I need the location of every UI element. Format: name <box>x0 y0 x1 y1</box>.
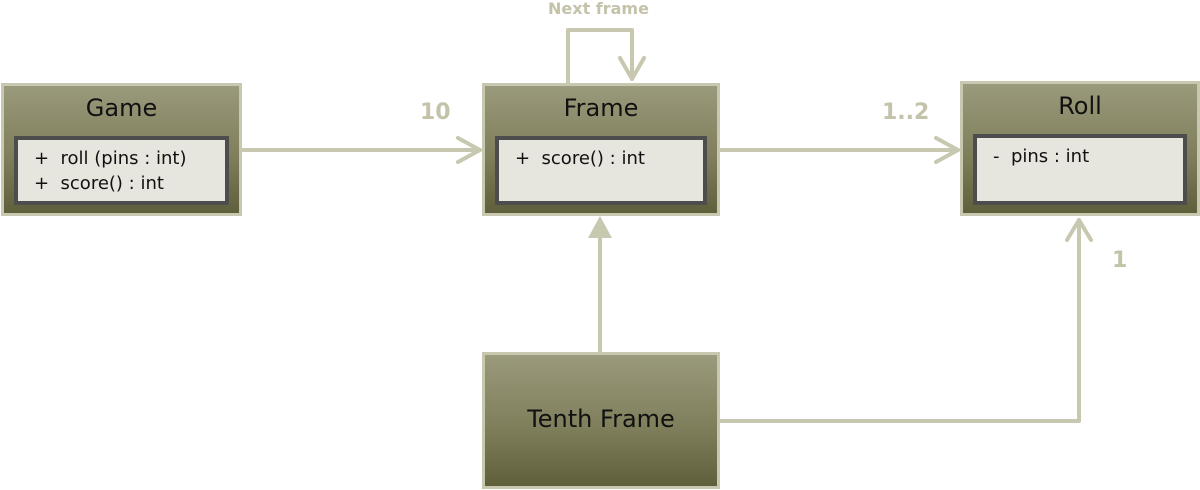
class-frame-operations: + score() : int <box>495 136 707 205</box>
tenth-frame-generalization-arrowhead <box>588 216 612 238</box>
class-game-operations: + roll (pins : int) + score() : int <box>14 136 229 205</box>
tenth-roll-arrowhead <box>1065 218 1093 242</box>
label-frame-roll-multiplicity: 1..2 <box>882 100 930 125</box>
game-frame-arrowhead <box>456 136 482 164</box>
class-roll[interactable]: Roll - pins : int <box>960 81 1200 216</box>
class-tenth-frame-name: Tenth Frame <box>527 405 675 433</box>
class-roll-name: Roll <box>1058 92 1102 120</box>
class-game[interactable]: Game + roll (pins : int) + score() : int <box>1 83 242 216</box>
next-frame-arrowhead <box>618 56 646 81</box>
operation-score: + score() : int <box>34 173 164 194</box>
tenth-roll-association <box>717 218 1081 423</box>
label-tenth-roll-multiplicity: 1 <box>1112 248 1128 273</box>
label-next-frame: Next frame <box>548 0 649 18</box>
frame-roll-arrowhead <box>934 136 960 164</box>
class-frame-name: Frame <box>563 94 639 122</box>
operation-roll: + roll (pins : int) <box>34 148 187 169</box>
attribute-pins: - pins : int <box>993 146 1090 167</box>
class-game-name: Game <box>85 94 158 122</box>
operation-score: + score() : int <box>515 148 645 169</box>
class-roll-attributes: - pins : int <box>973 134 1187 205</box>
label-game-frame-multiplicity: 10 <box>420 100 451 125</box>
next-frame-self-association <box>566 28 634 85</box>
class-frame[interactable]: Frame + score() : int <box>482 83 720 216</box>
class-tenth-frame[interactable]: Tenth Frame <box>482 352 720 489</box>
